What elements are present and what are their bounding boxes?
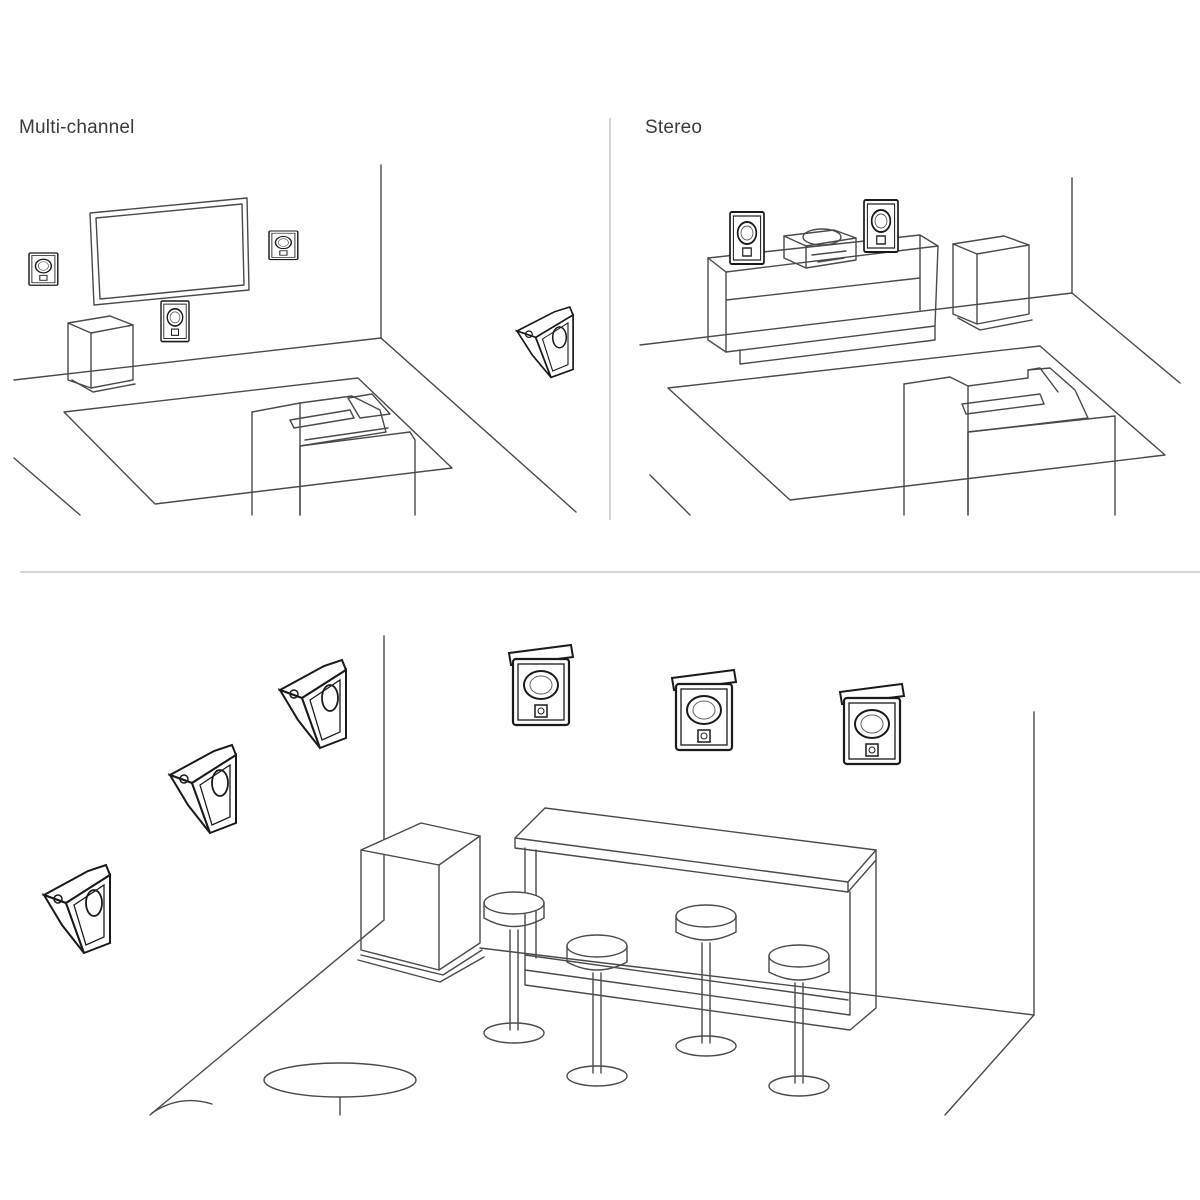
multi-channel-caption: Multi-channel xyxy=(19,117,135,138)
bar-room xyxy=(149,635,1035,1116)
stereo-room xyxy=(639,177,1181,516)
multi-channel-room xyxy=(13,164,577,516)
bar-speakers xyxy=(43,643,906,954)
stereo-caption: Stereo xyxy=(645,117,703,138)
